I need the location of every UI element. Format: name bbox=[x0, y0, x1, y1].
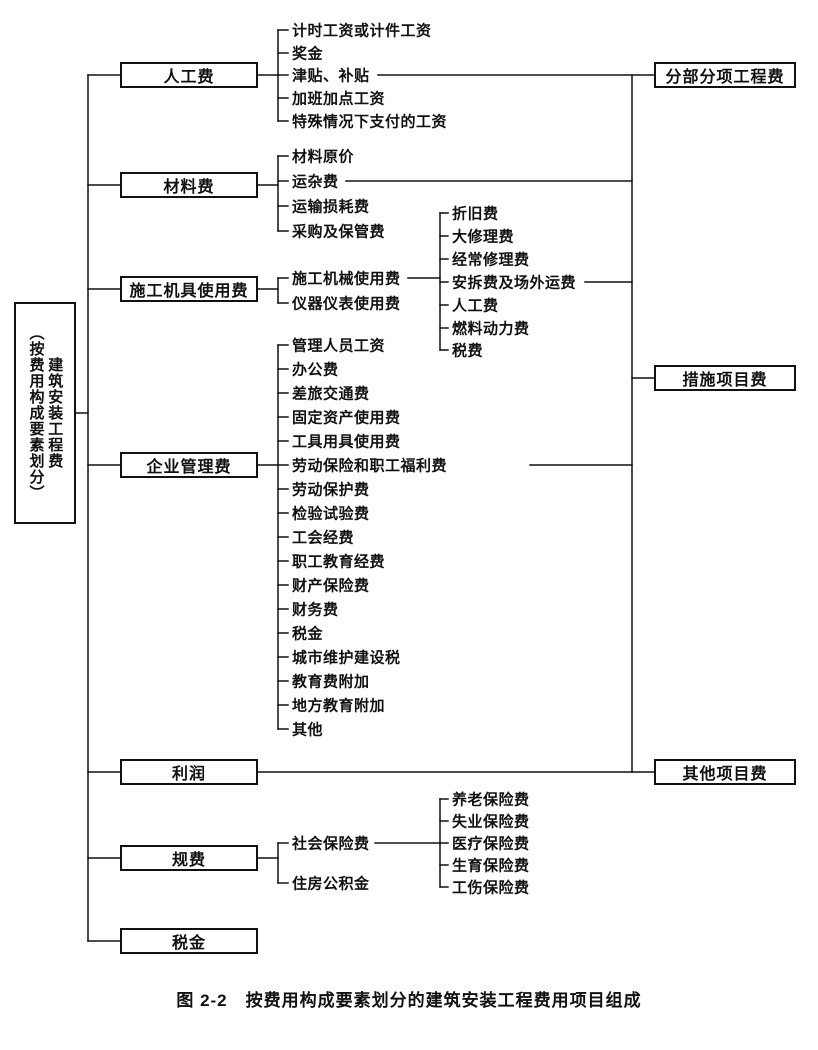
leaf-item: 特殊情况下支付的工资 bbox=[292, 113, 448, 131]
leaf-item: 医疗保险费 bbox=[452, 835, 530, 853]
right-box-subdivisional-works: 分部分项工程费 bbox=[654, 62, 796, 88]
leaf-item: 施工机械使用费 bbox=[292, 270, 401, 288]
branch-box-tax: 税金 bbox=[120, 928, 258, 954]
leaf-item: 财产保险费 bbox=[292, 577, 370, 595]
leaf-item: 折旧费 bbox=[452, 205, 499, 223]
leaf-item: 人工费 bbox=[452, 297, 499, 315]
leaf-item: 检验试验费 bbox=[292, 505, 370, 523]
root-node-box: （按费用构成要素划分） 建筑安装工程费 bbox=[14, 302, 76, 524]
leaf-item: 大修理费 bbox=[452, 228, 515, 246]
right-box-other-items: 其他项目费 bbox=[654, 759, 796, 785]
leaf-item: 生育保险费 bbox=[452, 857, 530, 875]
leaf-item: 差旅交通费 bbox=[292, 385, 370, 403]
leaf-item: 固定资产使用费 bbox=[292, 409, 401, 427]
leaf-item: 采购及保管费 bbox=[292, 223, 386, 241]
leaf-item: 职工教育经费 bbox=[292, 553, 386, 571]
right-box-measure-items: 措施项目费 bbox=[654, 365, 796, 391]
leaf-item: 计时工资或计件工资 bbox=[292, 22, 432, 40]
leaf-item: 津贴、补贴 bbox=[292, 67, 370, 85]
leaf-item: 劳动保险和职工福利费 bbox=[292, 457, 448, 475]
leaf-item: 管理人员工资 bbox=[292, 337, 386, 355]
leaf-item: 燃料动力费 bbox=[452, 320, 530, 338]
leaf-item: 运输损耗费 bbox=[292, 198, 370, 216]
leaf-item: 失业保险费 bbox=[452, 813, 530, 831]
root-title: 建筑安装工程费 bbox=[46, 357, 64, 469]
leaf-item: 地方教育附加 bbox=[292, 697, 386, 715]
leaf-item: 劳动保护费 bbox=[292, 481, 370, 499]
leaf-item: 社会保险费 bbox=[292, 835, 370, 853]
root-annotation: （按费用构成要素划分） bbox=[27, 325, 45, 501]
leaf-item: 税金 bbox=[292, 625, 324, 643]
leaf-item: 工会经费 bbox=[292, 529, 355, 547]
leaf-item: 工伤保险费 bbox=[452, 879, 530, 897]
figure-caption: 图 2-2 按费用构成要素划分的建筑安装工程费用项目组成 bbox=[176, 991, 642, 1010]
leaf-item: 财务费 bbox=[292, 601, 339, 619]
leaf-item: 安拆费及场外运费 bbox=[452, 274, 577, 292]
leaf-item: 养老保险费 bbox=[452, 791, 530, 809]
leaf-item: 奖金 bbox=[292, 45, 324, 63]
leaf-item: 办公费 bbox=[292, 361, 339, 379]
leaf-item: 城市维护建设税 bbox=[292, 649, 401, 667]
branch-box-fees: 规费 bbox=[120, 845, 258, 871]
leaf-item: 仪器仪表使用费 bbox=[292, 295, 401, 313]
leaf-item: 教育费附加 bbox=[292, 673, 370, 691]
branch-box-labor: 人工费 bbox=[120, 62, 258, 88]
branch-box-material: 材料费 bbox=[120, 172, 258, 198]
leaf-item: 工具用具使用费 bbox=[292, 433, 401, 451]
leaf-item: 其他 bbox=[292, 721, 324, 739]
leaf-item: 税费 bbox=[452, 342, 484, 360]
branch-box-machinery: 施工机具使用费 bbox=[120, 276, 258, 302]
branch-box-management: 企业管理费 bbox=[120, 452, 258, 478]
leaf-item: 运杂费 bbox=[292, 173, 339, 191]
leaf-item: 材料原价 bbox=[292, 148, 355, 166]
branch-box-profit: 利润 bbox=[120, 759, 258, 785]
leaf-item: 住房公积金 bbox=[292, 875, 370, 893]
leaf-item: 经常修理费 bbox=[452, 251, 530, 269]
leaf-item: 加班加点工资 bbox=[292, 90, 386, 108]
